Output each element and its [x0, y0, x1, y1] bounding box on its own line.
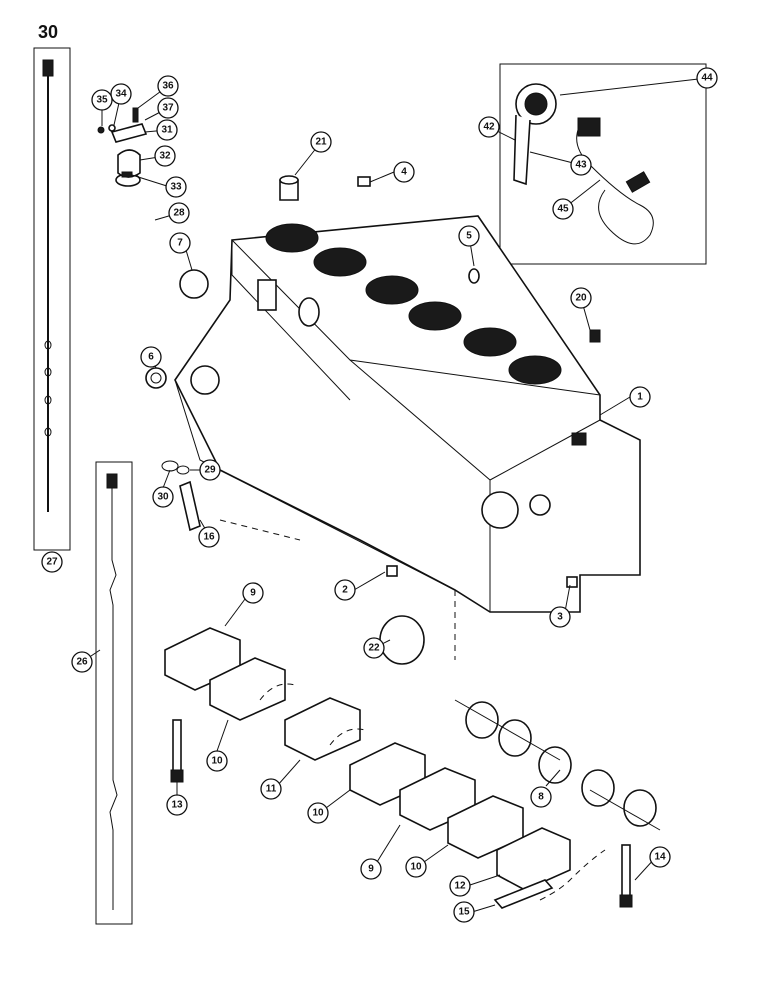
- svg-text:37: 37: [162, 103, 174, 114]
- callout-37: 37: [157, 97, 179, 119]
- callout-4: 4: [393, 161, 415, 183]
- callout-15: 15: [453, 901, 475, 923]
- svg-text:30: 30: [157, 492, 169, 503]
- callout-12: 12: [449, 875, 471, 897]
- svg-text:14: 14: [654, 852, 666, 863]
- callout-34: 34: [110, 83, 132, 105]
- callout-22: 22: [363, 637, 385, 659]
- callout-10c: 10: [405, 856, 427, 878]
- svg-text:12: 12: [454, 881, 466, 892]
- dipstick-box-27: [33, 47, 71, 551]
- heater-inset-box: [499, 63, 707, 265]
- callout-1: 1: [629, 386, 651, 408]
- callout-9b: 9: [360, 858, 382, 880]
- svg-text:4: 4: [401, 167, 407, 178]
- callout-3: 3: [549, 606, 571, 628]
- page-number: 30: [38, 22, 59, 42]
- callout-8: 8: [530, 786, 552, 808]
- svg-text:6: 6: [148, 352, 154, 363]
- callout-13: 13: [166, 794, 188, 816]
- callout-44: 44: [696, 67, 718, 89]
- svg-text:7: 7: [177, 238, 183, 249]
- svg-text:35: 35: [96, 95, 108, 106]
- engine-block: [174, 215, 641, 613]
- callout-6: 6: [140, 346, 162, 368]
- svg-text:27: 27: [46, 557, 58, 568]
- svg-text:26: 26: [76, 657, 88, 668]
- svg-text:28: 28: [173, 208, 185, 219]
- callout-36: 36: [157, 75, 179, 97]
- callout-10a: 10: [206, 750, 228, 772]
- svg-text:1: 1: [637, 392, 643, 403]
- callout-35: 35: [91, 89, 113, 111]
- svg-text:9: 9: [250, 588, 256, 599]
- svg-text:34: 34: [115, 89, 127, 100]
- svg-text:36: 36: [162, 81, 174, 92]
- cam-bearings: [454, 699, 661, 831]
- callout-21: 21: [310, 131, 332, 153]
- svg-text:13: 13: [171, 800, 183, 811]
- svg-text:10: 10: [312, 808, 324, 819]
- svg-text:21: 21: [315, 137, 327, 148]
- callout-9a: 9: [242, 582, 264, 604]
- callout-27: 27: [41, 551, 63, 573]
- svg-text:31: 31: [161, 125, 173, 136]
- callout-30: 30: [152, 486, 174, 508]
- callout-5: 5: [458, 225, 480, 247]
- callout-43: 43: [570, 154, 592, 176]
- svg-text:11: 11: [266, 784, 277, 795]
- svg-text:32: 32: [159, 151, 171, 162]
- svg-text:42: 42: [483, 122, 495, 133]
- callout-16: 16: [198, 526, 220, 548]
- bearing-caps: [164, 627, 633, 909]
- svg-text:16: 16: [203, 532, 215, 543]
- callout-2: 2: [334, 579, 356, 601]
- callout-26: 26: [71, 651, 93, 673]
- callout-33: 33: [165, 176, 187, 198]
- svg-text:45: 45: [557, 204, 569, 215]
- callout-11: 11: [260, 778, 282, 800]
- svg-text:2: 2: [342, 585, 348, 596]
- svg-text:10: 10: [211, 756, 223, 767]
- callout-31: 31: [156, 119, 178, 141]
- svg-text:10: 10: [410, 862, 422, 873]
- svg-text:9: 9: [368, 864, 374, 875]
- callout-45: 45: [552, 198, 574, 220]
- callout-32: 32: [154, 145, 176, 167]
- svg-text:15: 15: [458, 907, 470, 918]
- svg-text:5: 5: [466, 231, 472, 242]
- callout-10b: 10: [307, 802, 329, 824]
- callout-29: 29: [199, 459, 221, 481]
- dipstick-box-26: [95, 461, 133, 925]
- svg-text:20: 20: [575, 293, 587, 304]
- svg-text:22: 22: [368, 643, 380, 654]
- svg-text:44: 44: [701, 73, 713, 84]
- svg-text:29: 29: [204, 465, 216, 476]
- svg-text:3: 3: [557, 612, 563, 623]
- callout-7: 7: [169, 232, 191, 254]
- callout-14: 14: [649, 846, 671, 868]
- svg-text:8: 8: [538, 792, 544, 803]
- svg-text:33: 33: [170, 182, 182, 193]
- callout-28: 28: [168, 202, 190, 224]
- svg-text:43: 43: [575, 160, 587, 171]
- callout-20: 20: [570, 287, 592, 309]
- callout-42: 42: [478, 116, 500, 138]
